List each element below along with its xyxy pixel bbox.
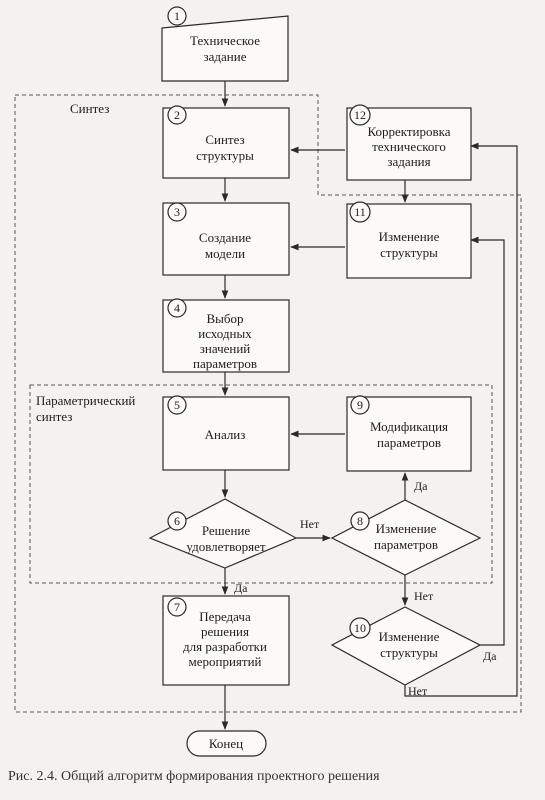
node-3-model-creation: Создание модели xyxy=(162,202,290,276)
node-7-text-4: мероприятий xyxy=(189,654,262,669)
node-10-change-structure: Изменение структуры xyxy=(330,606,482,686)
node-4-text-1: Выбор xyxy=(206,311,243,326)
node-10-text-1: Изменение xyxy=(379,629,440,644)
edge-label-10-yes: Да xyxy=(483,649,497,663)
node-6-text-1: Решение xyxy=(202,523,251,538)
node-11-text-2: структуры xyxy=(380,245,438,260)
node-3-number: 3 xyxy=(174,205,180,219)
node-8-text-1: Изменение xyxy=(376,521,437,536)
edge-label-10-no: Нет xyxy=(408,684,428,698)
node-end-text: Конец xyxy=(209,736,243,751)
number-circles: 1 2 3 4 5 6 7 8 9 10 11 12 xyxy=(167,6,371,639)
node-4-text-2: исходных xyxy=(198,326,252,341)
node-7-text-2: решения xyxy=(201,624,249,639)
node-6-number: 6 xyxy=(174,514,180,528)
node-5-text-1: Анализ xyxy=(205,427,246,442)
node-9-number: 9 xyxy=(357,398,363,412)
node-4-text-4: параметров xyxy=(193,356,257,371)
edge-label-6-no: Нет xyxy=(300,517,320,531)
edge-label-8-yes: Да xyxy=(414,479,428,493)
node-4-number: 4 xyxy=(174,301,180,315)
node-1-text-2: задание xyxy=(204,49,247,64)
node-2-number: 2 xyxy=(174,108,180,122)
synthesis-region xyxy=(14,94,522,713)
node-10-text-2: структуры xyxy=(380,645,438,660)
node-11-number: 11 xyxy=(354,205,366,219)
connectors xyxy=(221,81,518,730)
edge-label-8-no: Нет xyxy=(414,589,434,603)
node-12-text-1: Корректировка xyxy=(367,124,450,139)
parametric-region xyxy=(29,384,493,584)
node-12-number: 12 xyxy=(354,108,366,122)
node-11-text-1: Изменение xyxy=(379,229,440,244)
parametric-region-label-2: синтез xyxy=(36,409,72,424)
node-10-number: 10 xyxy=(354,621,366,635)
edge-label-6-yes: Да xyxy=(234,581,248,595)
node-9-text-1: Модификация xyxy=(370,419,448,434)
node-9-modification: Модификация параметров xyxy=(346,396,472,472)
node-7-text-3: для разработки xyxy=(183,639,267,654)
node-2-text-2: структуры xyxy=(196,148,254,163)
synthesis-region-label: Синтез xyxy=(70,101,109,116)
node-8-text-2: параметров xyxy=(374,537,438,552)
node-end: Конец xyxy=(186,730,267,757)
node-12-text-3: задания xyxy=(387,154,430,169)
node-8-change-parameters: Изменение параметров xyxy=(330,499,482,576)
node-8-number: 8 xyxy=(357,514,363,528)
node-9-text-2: параметров xyxy=(377,435,441,450)
node-1-technical-assignment: Техническое задание xyxy=(161,15,289,82)
node-6-decision: Решение удовлетворяет xyxy=(148,498,298,569)
node-3-text-1: Создание xyxy=(199,230,251,245)
edge-labels: Нет Да Да Нет Да Нет xyxy=(234,479,497,698)
node-4-text-3: значений xyxy=(200,341,251,356)
node-12-text-2: технического xyxy=(372,139,446,154)
node-1-text-1: Техническое xyxy=(190,33,260,48)
node-5-number: 5 xyxy=(174,398,180,412)
figure-caption: Рис. 2.4. Общий алгоритм формирования пр… xyxy=(8,769,380,784)
node-6-text-2: удовлетворяет xyxy=(186,539,265,554)
parametric-region-label-1: Параметрический xyxy=(36,393,135,408)
node-7-number: 7 xyxy=(174,600,180,614)
node-1-number: 1 xyxy=(174,9,180,23)
node-7-text-1: Передача xyxy=(199,609,251,624)
node-3-text-2: модели xyxy=(205,246,245,261)
node-2-text-1: Синтез xyxy=(205,132,244,147)
